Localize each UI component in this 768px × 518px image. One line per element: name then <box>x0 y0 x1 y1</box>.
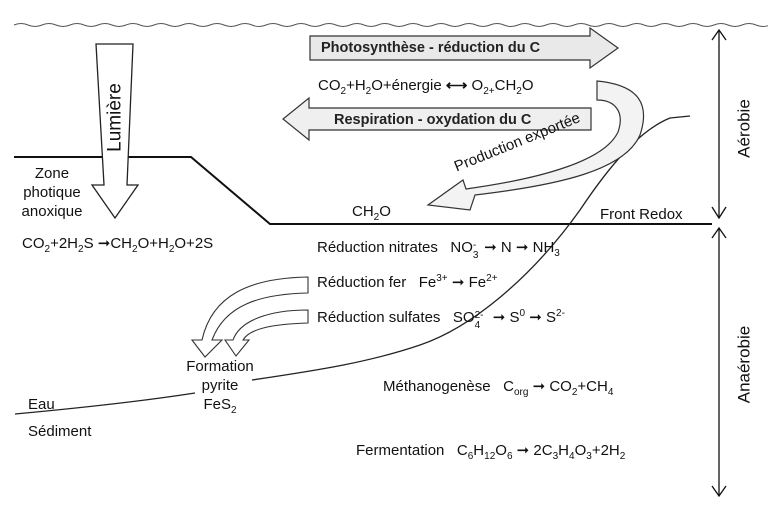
fermentation-row: Fermentation C6H12O6 ➞ 2C3H4O3+2H2 <box>356 442 626 462</box>
sediment-label: Sédiment <box>28 423 92 440</box>
nitrate-reduction-row: Réduction nitrates NO-3 ➞ N ➞ NH3 <box>317 239 560 261</box>
redox-front-label: Front Redox <box>600 206 683 223</box>
photic-zone-line3: anoxique <box>21 203 83 220</box>
respiration-label: Respiration - oxydation du C <box>334 112 532 128</box>
reaction-arrow-icon: ➞ <box>529 309 542 326</box>
photic-zone-line2: photique <box>23 184 81 201</box>
process-name: Réduction sulfates <box>317 309 441 326</box>
process-name: Réduction nitrates <box>317 239 438 256</box>
reaction-arrow-icon: ➞ <box>484 239 497 256</box>
anaerobic-zone-arrow <box>711 226 727 498</box>
photosynthesis-label: Photosynthèse - réduction du C <box>321 40 541 56</box>
exported-production-arrow <box>426 80 645 211</box>
light-arrow <box>90 43 140 220</box>
photic-zone-line1: Zone <box>34 165 70 182</box>
pyrite-line2: pyrite <box>201 377 239 394</box>
water-surface-wave <box>13 23 768 27</box>
reaction-arrow-icon: ➞ <box>532 378 546 395</box>
iron-reduction-row: Réduction fer Fe3+ ➞ Fe2+ <box>317 273 498 291</box>
reaction-arrow-icon: ➞ <box>97 235 111 252</box>
photosynthesis-arrow <box>309 26 620 70</box>
iron-to-pyrite-arrow <box>190 276 309 358</box>
pyrite-line3: FeS2 <box>203 396 237 416</box>
anaerobic-zone-label: Anaérobie <box>734 325 754 404</box>
reaction-arrow-icon: ➞ <box>515 239 529 256</box>
process-name: Réduction fer <box>317 274 407 291</box>
process-name: Fermentation <box>356 442 445 459</box>
light-label: Lumière <box>104 83 126 152</box>
reaction-arrow-icon: ➞ <box>516 442 530 459</box>
sulfate-to-pyrite-arrow <box>223 309 309 357</box>
equilibrium-arrow-icon: ⟷ <box>445 77 468 94</box>
ch2o-label: CH2O <box>352 203 391 223</box>
respiration-arrow <box>282 96 592 142</box>
photic-zone-label: Zone photique anoxique <box>14 164 90 221</box>
aerobic-zone-label: Aérobie <box>734 99 754 158</box>
pyrite-formation-label: Formation pyrite FeS2 <box>172 357 268 416</box>
aerobic-zone-arrow <box>711 28 727 220</box>
carbon-equation: CO2+H2O+énergie ⟷ O2+CH2O <box>318 77 534 97</box>
pyrite-line1: Formation <box>186 358 254 375</box>
process-name: Méthanogenèse <box>383 378 491 395</box>
methanogenesis-row: Méthanogenèse Corg ➞ CO2+CH4 <box>383 378 614 398</box>
reaction-arrow-icon: ➞ <box>451 274 465 291</box>
water-label: Eau <box>28 396 55 413</box>
photic-zone-reaction: CO2+2H2S ➞CH2O+H2O+2S <box>22 235 214 255</box>
reaction-arrow-icon: ➞ <box>492 309 506 326</box>
